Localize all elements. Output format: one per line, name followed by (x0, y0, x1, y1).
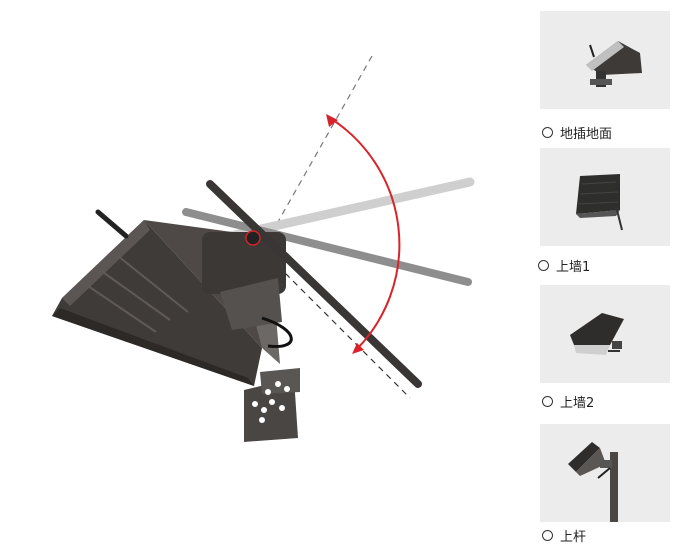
option-text: 上杆 (560, 530, 587, 545)
mounting-block (202, 232, 286, 330)
pole-mount-thumbnail (540, 424, 670, 522)
solar-floodlight-tilt-illustration (52, 55, 475, 442)
dashed-reference-line-lower (261, 249, 411, 399)
cable (261, 316, 293, 349)
option-text: 上墙2 (560, 396, 595, 411)
option-text: 地插地面 (560, 127, 613, 142)
radio-icon[interactable] (542, 530, 553, 541)
pivot-point (245, 230, 261, 246)
arc-arrow-top-icon (326, 114, 338, 127)
wall-mount-1-icon (576, 174, 623, 231)
ground-stake-mount-icon (586, 41, 642, 87)
radio-icon[interactable] (538, 260, 549, 271)
dashed-reference-line-upper (261, 55, 373, 251)
wall-mount-2-icon (570, 313, 624, 355)
bracket-base (244, 368, 300, 442)
pole-mount-icon (568, 442, 618, 522)
ghost-pole-2 (182, 208, 472, 286)
option-text: 上墙1 (556, 260, 591, 275)
mount-option-ground-label: 地插地面 (542, 123, 612, 142)
tilt-angle-arc (329, 117, 401, 351)
wall-mount-2-thumbnail (540, 285, 670, 383)
mount-option-wall-2-label: 上墙2 (542, 392, 594, 411)
mount-option-pole-label: 上杆 (542, 526, 586, 545)
ground-stake-mount-thumbnail (540, 11, 670, 109)
wall-mount-1-thumbnail (540, 148, 670, 246)
arc-arrow-bottom-icon (352, 343, 364, 354)
antenna (95, 209, 129, 239)
radio-icon[interactable] (542, 396, 553, 407)
mount-option-wall-1-label: 上墙1 (538, 256, 590, 275)
main-pole (206, 180, 422, 388)
radio-icon[interactable] (542, 127, 553, 138)
